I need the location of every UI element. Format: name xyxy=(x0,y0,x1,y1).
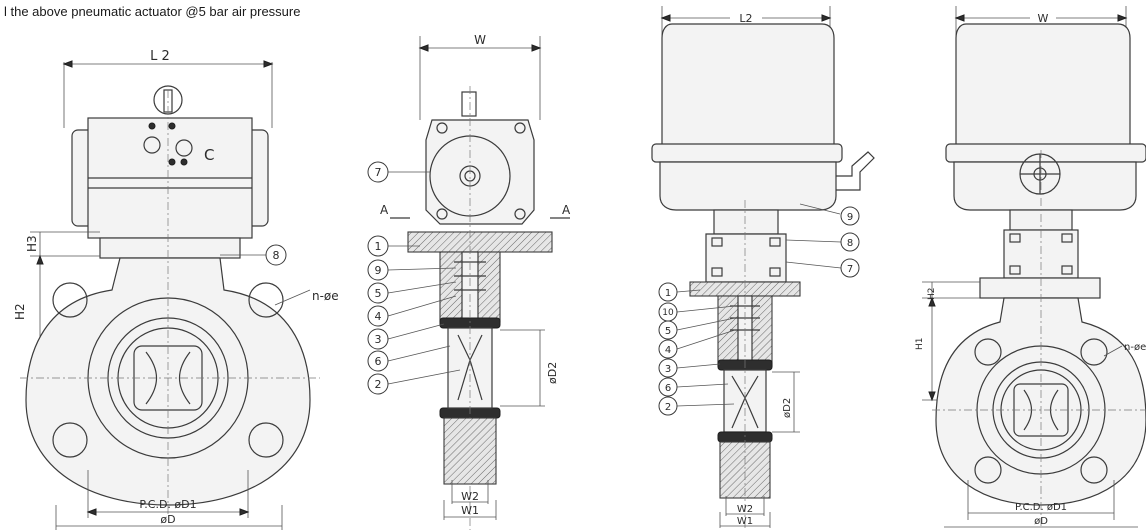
dim-w1-electric: W1 xyxy=(737,516,753,527)
dim-w2-electric: W2 xyxy=(737,504,753,515)
dim-d2-section: øD2 xyxy=(546,362,559,384)
callout-e3: 3 xyxy=(665,364,671,375)
pneumatic-front-view: L 2 C H3 H2 xyxy=(13,49,339,530)
callout-list-left-electric: 1 10 5 4 3 6 2 xyxy=(658,282,736,416)
dim-w1-section: W1 xyxy=(461,504,479,517)
callout-4: 4 xyxy=(375,310,382,323)
callout-list-left: 1 9 5 4 3 6 2 xyxy=(367,235,461,395)
dim-od: øD xyxy=(160,513,175,526)
dim-bolt-holes: n-øe xyxy=(312,289,339,303)
callout-1: 1 xyxy=(375,240,382,253)
dim-h2-electric: H2 xyxy=(927,288,937,301)
dim-h3: H3 xyxy=(25,235,39,252)
callout-e5: 5 xyxy=(665,326,671,337)
electric-front-view: W H2 H1 xyxy=(915,6,1146,528)
section-a-right: A xyxy=(562,203,571,217)
dim-w-electric: W xyxy=(1038,12,1049,25)
callout-e8: 8 xyxy=(847,238,853,249)
callout-e9: 9 xyxy=(847,212,853,223)
callout-3: 3 xyxy=(375,333,382,346)
callout-e4: 4 xyxy=(665,345,671,356)
callout-e6: 6 xyxy=(665,383,671,394)
section-a-left: A xyxy=(380,203,389,217)
callout-7: 7 xyxy=(375,166,382,179)
dim-pcd: P.C.D. øD1 xyxy=(139,498,196,511)
callout-e7: 7 xyxy=(847,264,853,275)
callout-2: 2 xyxy=(375,378,382,391)
port-label-c: C xyxy=(204,146,214,164)
dim-od-electric: øD xyxy=(1034,516,1048,527)
callout-9: 9 xyxy=(375,264,382,277)
callout-5: 5 xyxy=(375,287,382,300)
dim-l2: L 2 xyxy=(150,49,170,64)
callout-e1: 1 xyxy=(665,288,671,299)
callout-8-front: 8 xyxy=(273,249,280,262)
callout-6: 6 xyxy=(375,355,382,368)
callout-e2: 2 xyxy=(665,402,671,413)
dim-d2-electric: øD2 xyxy=(782,398,793,418)
dim-w2-section: W2 xyxy=(461,490,479,503)
callout-list-right-electric: 9 8 7 xyxy=(785,203,860,278)
electric-section-view: L2 øD2 W2 xyxy=(651,6,875,528)
dim-h1-electric: H1 xyxy=(915,338,925,351)
caption: l the above pneumatic actuator @5 bar ai… xyxy=(4,4,301,19)
dim-pcd-electric: P.C.D. øD1 xyxy=(1015,502,1067,513)
dim-l2-electric: L2 xyxy=(739,12,752,25)
dim-bolt-holes-electric: n-øe xyxy=(1124,342,1146,353)
dim-w-section: W xyxy=(474,33,486,47)
dim-h2: H2 xyxy=(13,303,27,320)
pneumatic-section-view: W 7 A A xyxy=(367,33,571,530)
callout-e10: 10 xyxy=(662,308,674,318)
